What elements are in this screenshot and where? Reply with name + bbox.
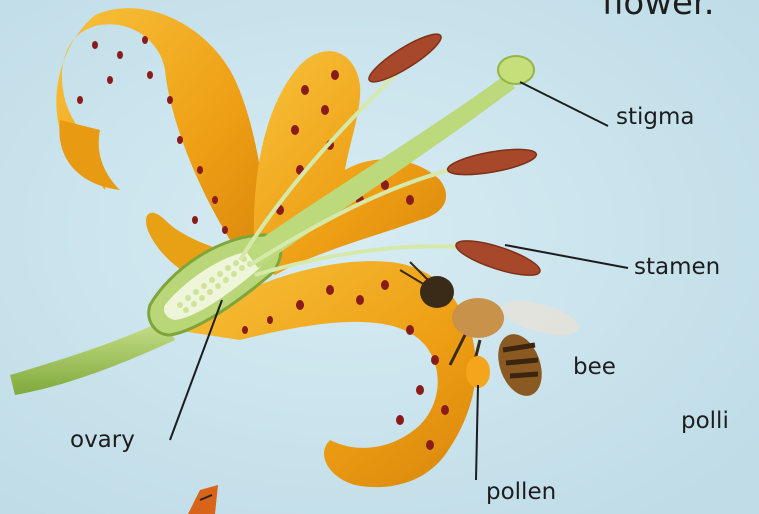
label-stigma: stigma (616, 106, 695, 129)
label-pollen: pollen (486, 481, 556, 504)
title-fragment: flower. (602, 0, 715, 20)
stigma-tip (498, 56, 534, 84)
pollen-clump (466, 356, 490, 388)
label-stamen: stamen (634, 256, 720, 279)
label-cut-off: polli (681, 410, 729, 433)
label-bee: bee (573, 356, 616, 379)
label-ovary: ovary (70, 429, 135, 452)
